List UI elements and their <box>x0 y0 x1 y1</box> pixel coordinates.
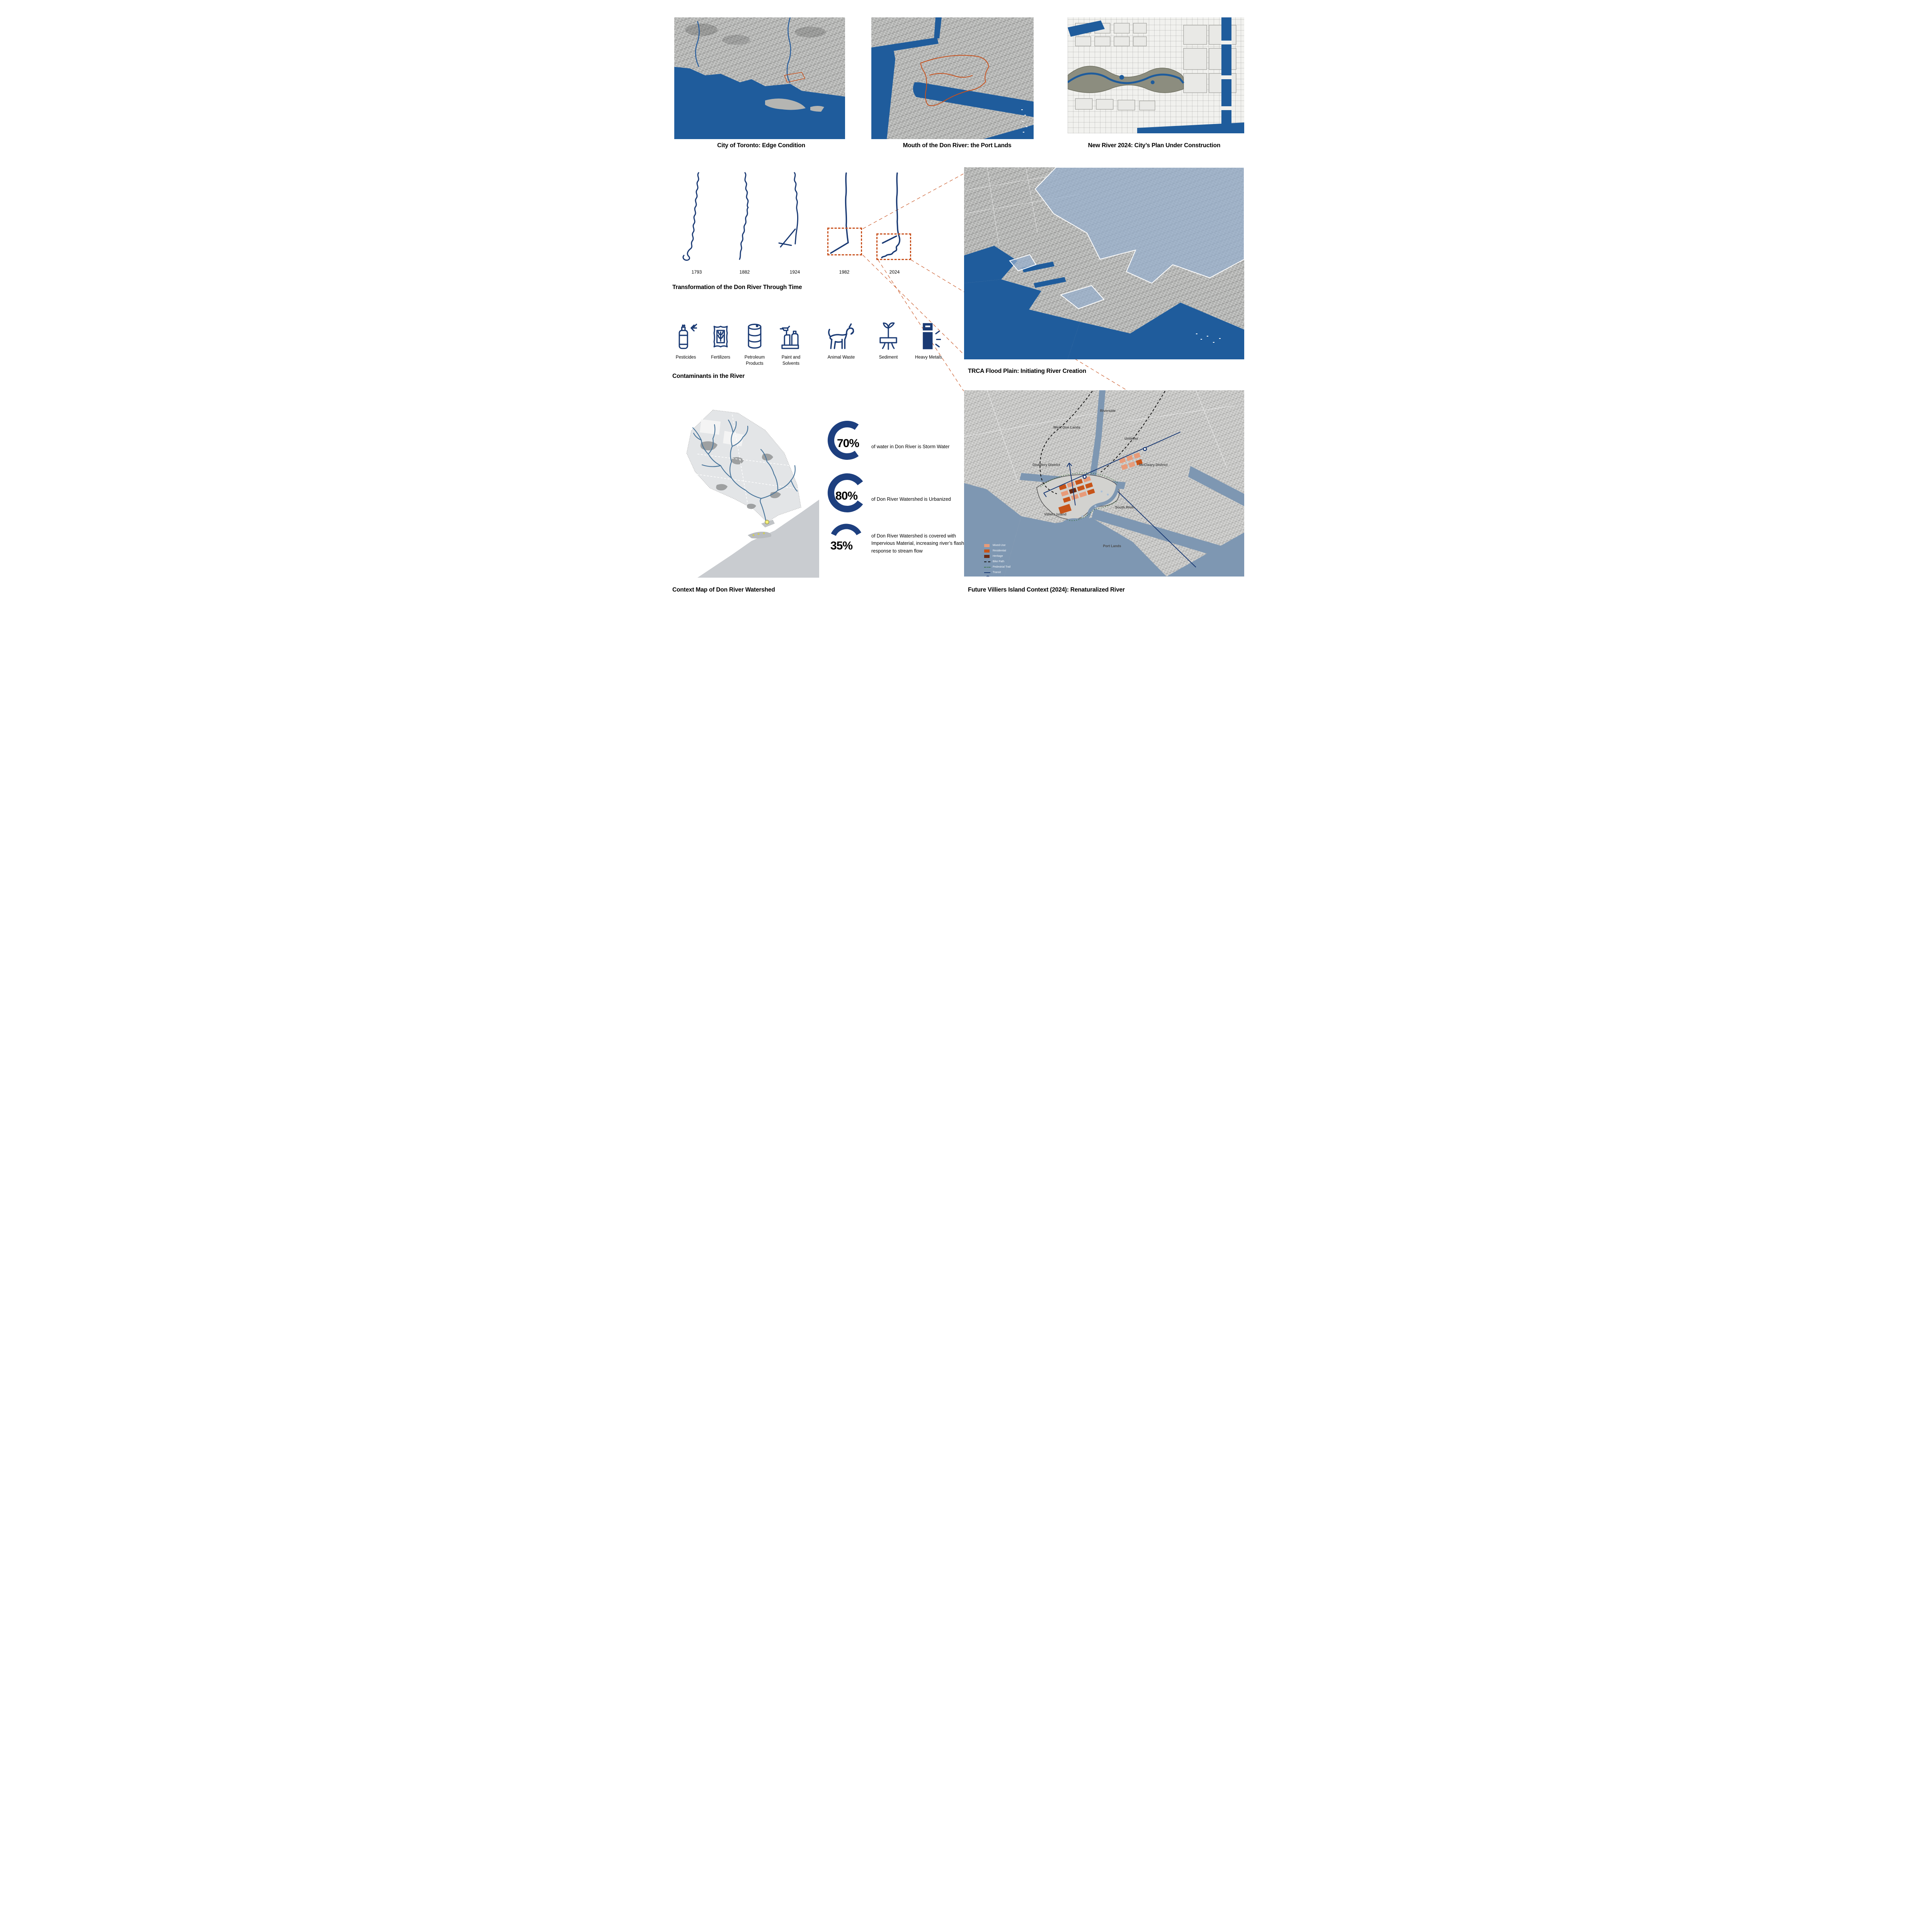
impervious-text: of Don River Watershed is covered with I… <box>871 533 964 554</box>
residential-swatch-icon <box>984 549 990 553</box>
river-1982-diagram <box>830 172 849 254</box>
river-1924-diagram <box>778 172 798 248</box>
toronto-edge-caption: City of Toronto: Edge Condition <box>717 142 805 149</box>
plant-sediment-icon <box>874 321 902 351</box>
fertilizers-label: Fertilizers <box>711 355 730 360</box>
paint-solvents-label: Paint and Solvents <box>781 355 801 366</box>
mixed-use-swatch-icon <box>984 544 990 547</box>
spray-bottle-icon <box>776 321 804 351</box>
impervious-donut <box>829 524 864 558</box>
watershed-map <box>674 408 819 578</box>
riverside-label: Riverside <box>1100 409 1116 413</box>
legend-label: Heritage <box>993 555 1003 558</box>
oil-barrel-icon <box>741 321 769 351</box>
trca-flood-plain-map <box>964 167 1244 359</box>
year-label-1793: 1793 <box>691 269 702 275</box>
future-map-legend: Mixed-Use Residential Heritage Bike Path… <box>984 543 1042 577</box>
legend-label: Bike Path <box>993 560 1004 563</box>
year-label-1924: 1924 <box>789 269 800 275</box>
transit-stop-ring-icon <box>986 576 990 577</box>
storm-water-text: of water in Don River is Storm Water <box>871 444 950 449</box>
animal-waste-label: Animal Waste <box>827 355 855 360</box>
don-mouth-map <box>871 17 1034 139</box>
heritage-swatch-icon <box>984 554 990 558</box>
legend-label: Mixed-Use <box>993 544 1006 547</box>
don-mouth-caption: Mouth of the Don River: the Port Lands <box>903 142 1012 149</box>
legend-row: Bike Path <box>984 560 1042 564</box>
pedestrian-trail-line-icon <box>984 566 990 568</box>
legend-row: Residential <box>984 549 1042 553</box>
don-mouth-map-graphic <box>871 17 1034 139</box>
new-river-plan-map <box>1068 17 1244 133</box>
mccleary-district-label: McCleary District <box>1139 463 1168 467</box>
watershed-caption: Context Map of Don River Watershed <box>672 587 775 593</box>
pesticide-spray-can-icon <box>672 321 700 351</box>
trca-caption: TRCA Flood Plain: Initiating River Creat… <box>968 368 1087 374</box>
focus-box-1982 <box>827 228 862 255</box>
urbanized-donut <box>828 473 867 512</box>
trca-flood-plain-graphic <box>964 167 1244 359</box>
villiers-island-label: Villiers Island <box>1044 512 1066 516</box>
transformation-title: Transformation of the Don River Through … <box>672 284 802 291</box>
heavy-metals-label: Heavy Metals <box>915 355 942 360</box>
legend-label: Pedestrial Trail <box>993 566 1011 568</box>
sediment-label: Sediment <box>879 355 898 360</box>
pesticides-label: Pesticides <box>675 355 696 360</box>
focus-box-2024 <box>876 233 911 260</box>
port-lands-label: Port Lands <box>1103 544 1121 548</box>
storm-water-value: 70% <box>837 437 859 450</box>
future-villiers-map: Riverside West Don Lands Unilever Distil… <box>964 390 1244 577</box>
legend-row: Mixed-Use <box>984 543 1042 548</box>
year-label-2024: 2024 <box>889 269 900 275</box>
river-2024-diagram <box>881 172 901 259</box>
bike-path-line-icon <box>984 561 990 562</box>
legend-row: Pedestrial Trail <box>984 565 1042 569</box>
watershed-map-graphic <box>686 410 819 578</box>
toronto-edge-map <box>674 17 845 139</box>
river-1793-diagram <box>682 172 699 261</box>
contaminants-title: Contaminants in the River <box>672 373 745 379</box>
future-villiers-caption: Future Villiers Island Context (2024): R… <box>968 587 1125 593</box>
legend-row: Transit Stop <box>984 576 1042 577</box>
new-river-plan-map-graphic <box>1068 17 1244 133</box>
unilever-label: Unilever <box>1124 437 1138 440</box>
future-villiers-map-graphic <box>964 390 1244 577</box>
urbanized-value: 80% <box>835 490 858 502</box>
west-don-lands-label: West Don Lands <box>1053 425 1081 429</box>
legend-row: Heritage <box>984 554 1042 558</box>
distillery-district-label: Distillery District <box>1032 463 1060 467</box>
toronto-edge-map-graphic <box>674 17 845 139</box>
legend-label: Residential <box>993 549 1006 552</box>
fertilizer-bag-icon <box>707 321 735 351</box>
south-river-label: South River <box>1115 505 1135 509</box>
new-river-caption: New River 2024: City’s Plan Under Constr… <box>1088 142 1221 149</box>
urbanized-text: of Don River Watershed is Urbanized <box>871 497 951 502</box>
river-1882-diagram <box>739 172 749 260</box>
heavy-metal-block-icon <box>915 321 942 351</box>
legend-row: Transit <box>984 570 1042 575</box>
legend-label: Transit <box>993 571 1001 574</box>
storm-water-donut <box>828 421 867 460</box>
dog-icon <box>825 321 860 350</box>
transit-line-icon <box>984 572 990 573</box>
year-label-1882: 1882 <box>739 269 750 275</box>
year-label-1982: 1982 <box>839 269 850 275</box>
presentation-board: City of Toronto: Edge Condition Mouth of… <box>663 0 1269 616</box>
impervious-value: 35% <box>830 539 853 552</box>
petroleum-label: Petroleum Products <box>744 355 765 366</box>
